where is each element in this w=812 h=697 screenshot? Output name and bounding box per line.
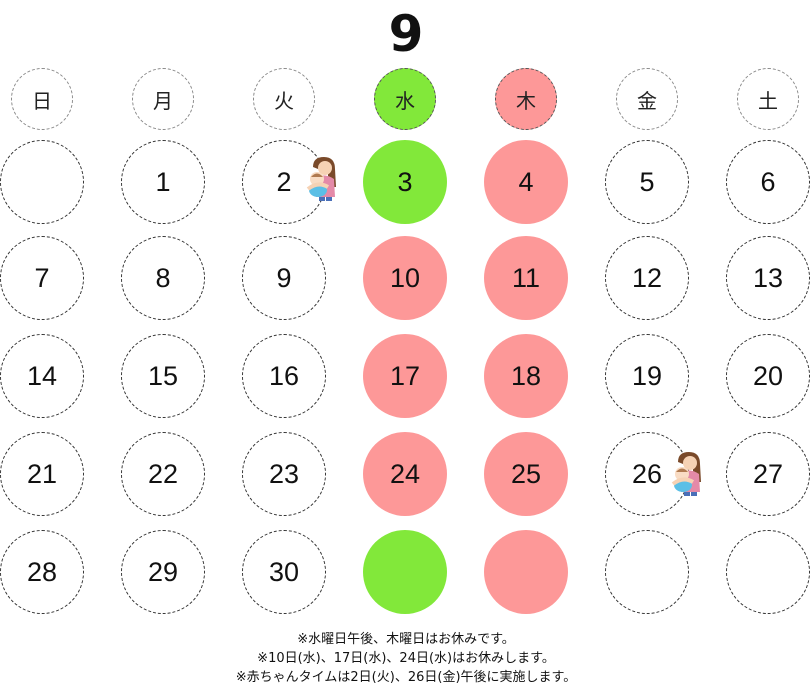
- weekday-tue: 火: [253, 68, 315, 130]
- mother-holding-baby-icon: [671, 452, 701, 496]
- week-row-3: 14 15 16 17 18 19 20: [0, 0, 812, 418]
- day-cell-wednesday: 3: [363, 140, 447, 224]
- day-cell-closed: 10: [363, 236, 447, 320]
- day-cell: 8: [121, 236, 205, 320]
- day-cell: [0, 140, 84, 224]
- day-cell-thursday: [484, 530, 568, 614]
- day-cell: 23: [242, 432, 326, 516]
- day-cell: 13: [726, 236, 810, 320]
- day-cell: 14: [0, 334, 84, 418]
- day-cell: 12: [605, 236, 689, 320]
- day-cell-closed: 17: [363, 334, 447, 418]
- day-cell-thursday: 4: [484, 140, 568, 224]
- day-cell: 21: [0, 432, 84, 516]
- day-cell-closed: 24: [363, 432, 447, 516]
- weekday-mon: 月: [132, 68, 194, 130]
- day-cell: 5: [605, 140, 689, 224]
- day-cell: 1: [121, 140, 205, 224]
- notes: ※水曜日午後、木曜日はお休みです。 ※10日(水)、17日(水)、24日(水)は…: [0, 630, 812, 687]
- week-row-1: 1 2 3 4 5 6: [0, 0, 812, 224]
- weekday-fri: 金: [616, 68, 678, 130]
- day-cell: 9: [242, 236, 326, 320]
- day-cell-thursday: 25: [484, 432, 568, 516]
- day-cell: 29: [121, 530, 205, 614]
- weekday-wed: 水: [374, 68, 436, 130]
- day-cell: 20: [726, 334, 810, 418]
- note-extra-closures: ※10日(水)、17日(水)、24日(水)はお休みします。: [257, 651, 555, 666]
- month-title: 9: [388, 5, 424, 63]
- day-cell: 16: [242, 334, 326, 418]
- day-cell-thursday: 18: [484, 334, 568, 418]
- day-cell: 27: [726, 432, 810, 516]
- day-cell: [726, 530, 810, 614]
- week-row-5: 28 29 30: [0, 0, 812, 614]
- day-cell-wednesday: [363, 530, 447, 614]
- mother-holding-baby-icon: [306, 157, 336, 201]
- day-cell: 26: [605, 432, 689, 516]
- day-cell: 19: [605, 334, 689, 418]
- day-cell: 30: [242, 530, 326, 614]
- day-cell: 22: [121, 432, 205, 516]
- day-cell: 6: [726, 140, 810, 224]
- weekday-thu: 木: [495, 68, 557, 130]
- day-cell: 28: [0, 530, 84, 614]
- day-cell-thursday: 11: [484, 236, 568, 320]
- note-baby-time: ※赤ちゃんタイムは2日(火)、26日(金)午後に実施します。: [235, 670, 577, 685]
- weekday-sat: 土: [737, 68, 799, 130]
- weekday-header: 日 月 火 水 木 金 土: [0, 0, 812, 130]
- day-cell: 7: [0, 236, 84, 320]
- note-closed-days: ※水曜日午後、木曜日はお休みです。: [297, 632, 515, 647]
- weekday-sun: 日: [11, 68, 73, 130]
- week-row-4: 21 22 23 24 25 26 27: [0, 0, 812, 516]
- day-cell: 15: [121, 334, 205, 418]
- week-row-2: 7 8 9 10 11 12 13: [0, 0, 812, 320]
- day-cell: [605, 530, 689, 614]
